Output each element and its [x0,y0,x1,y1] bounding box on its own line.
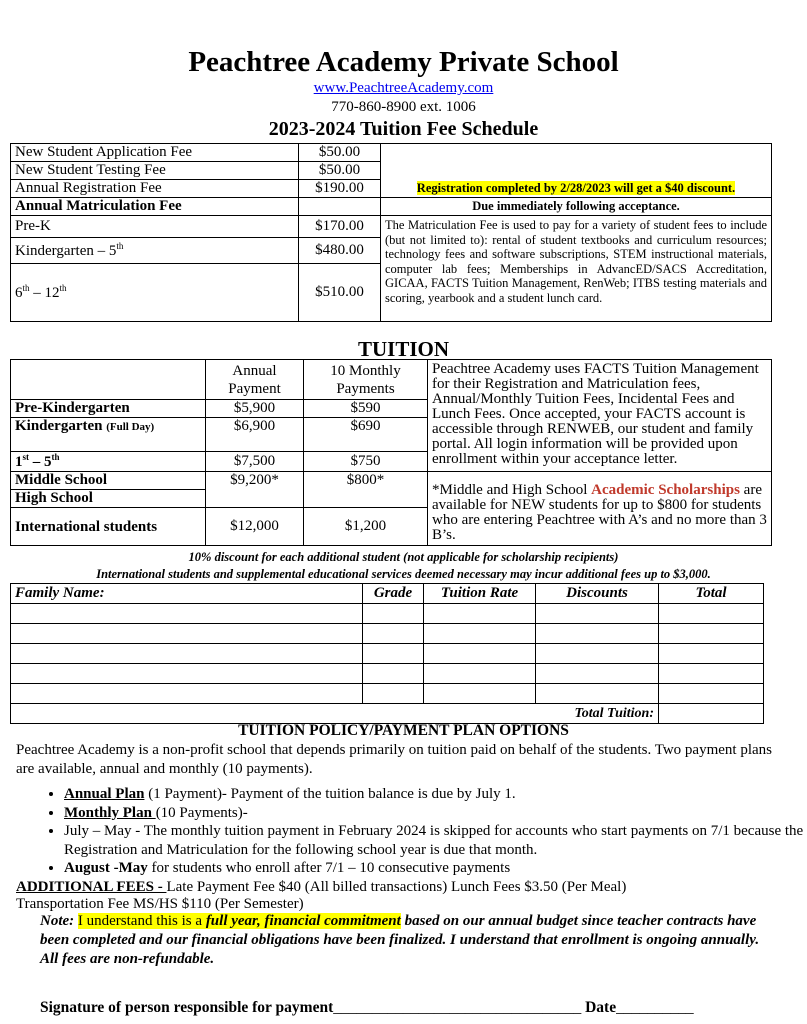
table-row[interactable] [10,623,764,644]
fee-table: New Student Application Fee $50.00 New S… [10,143,772,322]
fee-label: New Student Application Fee [10,143,299,162]
signature-line[interactable]: Signature of person responsible for paym… [40,999,694,1016]
scholarship-note: *Middle and High School Academic Scholar… [427,471,772,546]
total-tuition-field[interactable] [658,703,764,724]
registration-discount-note: Registration completed by 2/28/2023 will… [416,180,736,195]
family-table: Family Name: Grade Tuition Rate Discount… [10,583,764,724]
table-row: Pre-Kindergarten $5,900 $590 [10,399,772,418]
list-item: Annual Plan (1 Payment)- Payment of the … [64,785,804,804]
additional-fees: ADDITIONAL FEES - Late Payment Fee $40 (… [16,879,627,895]
fee-amount: $170.00 [298,215,381,238]
list-item: August -May for students who enroll afte… [64,859,804,878]
commitment-note: Note: I understand this is a full year, … [40,913,760,967]
table-row: Total Tuition: [10,703,764,724]
list-item: Monthly Plan (10 Payments)- [64,804,804,823]
fee-label: Kindergarten – 5th [10,237,299,264]
tuition-table: Annual Payment 10 Monthly Payments Peach… [10,359,772,546]
table-row: Annual Matriculation Fee Due immediately… [10,197,772,216]
table-row[interactable] [10,603,764,624]
fee-amount: $50.00 [298,161,381,180]
transportation-fee: Transportation Fee MS/HS $110 (Per Semes… [16,896,304,912]
table-row: Annual Payment 10 Monthly Payments Peach… [10,359,772,472]
table-row: High School [10,489,772,508]
school-title: Peachtree Academy Private School [188,46,619,78]
fee-label: Pre-K [10,215,299,238]
table-row: New Student Application Fee $50.00 [10,143,772,180]
table-row: Family Name: Grade Tuition Rate Discount… [10,583,764,604]
table-row: Middle School $9,200* $800* *Middle and … [10,471,772,546]
payment-plan-list: Annual Plan (1 Payment)- Payment of the … [40,785,804,878]
policy-heading: TUITION POLICY/PAYMENT PLAN OPTIONS [238,722,569,739]
table-row: Annual Registration Fee $190.00 Registra… [10,179,772,198]
list-item: July – May - The monthly tuition payment… [64,822,804,859]
table-row[interactable] [10,643,764,664]
col-monthly: 10 Monthly Payments [303,359,428,400]
fee-label: 6th – 12th [10,263,299,322]
table-row: 1st – 5th $7,500 $750 [10,451,772,472]
sibling-discount: 10% discount for each additional student… [188,550,619,564]
fee-amount: $510.00 [298,263,381,322]
phone-number: 770-860-8900 ext. 1006 [331,99,476,115]
matriculation-due: Due immediately following acceptance. [380,197,772,216]
table-row: New Student Testing Fee $50.00 [10,161,772,180]
fee-amount: $480.00 [298,237,381,264]
table-row: 6th – 12th $510.00 [10,263,772,322]
matriculation-note: The Matriculation Fee is used to pay for… [380,215,772,322]
col-annual: Annual Payment [205,359,304,400]
fee-label: New Student Testing Fee [10,161,299,180]
matriculation-label: Annual Matriculation Fee [10,197,299,216]
table-row: Pre-K $170.00 The Matriculation Fee is u… [10,215,772,322]
total-tuition-label: Total Tuition: [10,703,659,724]
fee-amount: $190.00 [298,179,381,198]
facts-note: Peachtree Academy uses FACTS Tuition Man… [427,359,772,472]
fee-label: Annual Registration Fee [10,179,299,198]
schedule-title: 2023-2024 Tuition Fee Schedule [268,118,539,140]
tuition-heading: TUITION [357,337,450,361]
international-fee-note: International students and supplemental … [96,567,711,581]
table-row: International students $12,000 $1,200 [10,507,772,546]
fee-amount: $50.00 [298,143,381,162]
policy-intro: Peachtree Academy is a non-profit school… [16,742,772,777]
website-link[interactable]: www.PeachtreeAcademy.com [313,80,494,96]
table-row[interactable] [10,683,764,704]
table-row[interactable] [10,663,764,684]
